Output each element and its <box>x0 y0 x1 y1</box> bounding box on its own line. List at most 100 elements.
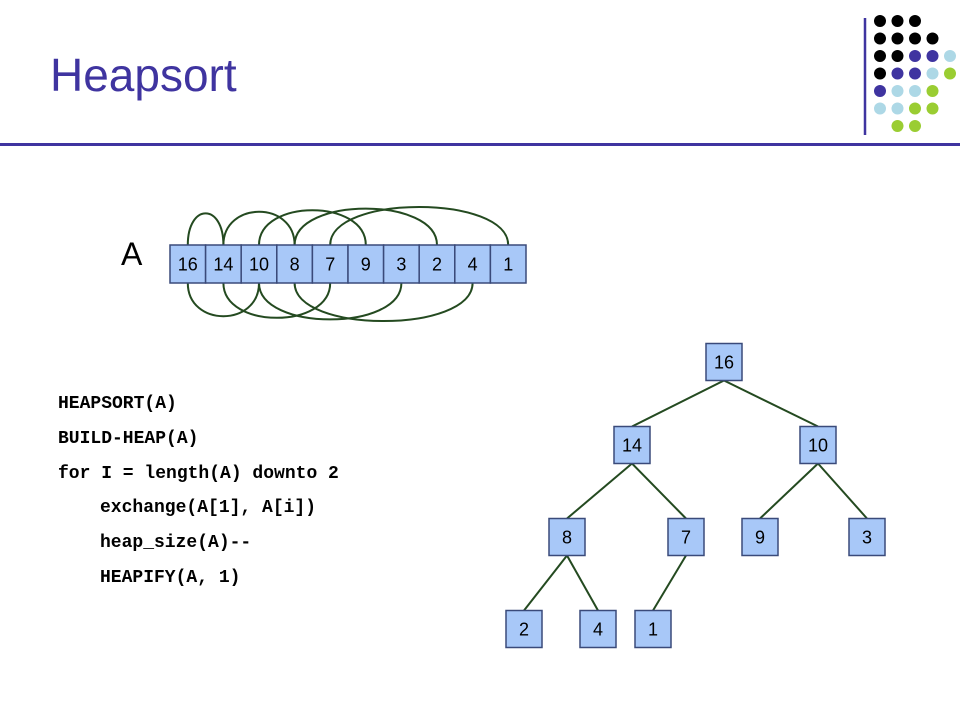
array-cell <box>169 244 207 284</box>
decorative-dot-grid <box>863 15 956 135</box>
array-cell <box>418 244 456 284</box>
decorative-dot <box>891 102 904 115</box>
title-rule <box>0 143 960 146</box>
array-cell <box>240 244 278 284</box>
tree-node <box>579 609 617 649</box>
decorative-dot <box>909 120 921 132</box>
tree-edge <box>652 554 687 612</box>
slide-title: Heapsort <box>50 49 237 101</box>
array-arc-left-child <box>186 212 225 246</box>
tree-node-value: 8 <box>562 528 572 548</box>
tree-node-value: 14 <box>622 436 642 456</box>
array-cell-value: 3 <box>396 255 406 275</box>
tree-node-value: 2 <box>519 620 529 640</box>
tree-node <box>634 609 672 649</box>
array-cell-value: 2 <box>432 255 442 275</box>
decorative-dot <box>944 67 956 80</box>
decorative-dot <box>891 85 904 97</box>
decorative-dot <box>891 120 904 132</box>
tree-edge <box>631 462 687 520</box>
array-arc-left-child <box>329 206 510 246</box>
array-cell-value: 7 <box>325 255 335 275</box>
tree-node-value: 3 <box>862 528 872 548</box>
array-cell-value: 4 <box>468 255 478 275</box>
array-arc-left-child <box>222 210 296 246</box>
tree-edge <box>566 462 633 520</box>
decorative-dot <box>909 50 921 62</box>
decorative-dot <box>874 15 886 27</box>
array-cell-value: 8 <box>290 255 300 275</box>
tree-node-value: 4 <box>593 620 603 640</box>
array-arc-right-child <box>222 282 332 319</box>
code-line: HEAPIFY(A, 1) <box>100 567 241 588</box>
tree-nodes: 16 14 10 8 7 9 3 2 4 1 <box>505 342 886 649</box>
decorative-dot <box>874 85 886 97</box>
array-label: A <box>121 236 143 272</box>
tree-node-value: 10 <box>808 436 828 456</box>
array-cell-value: 1 <box>503 255 513 275</box>
decorative-dot <box>909 102 921 115</box>
decorative-dot <box>891 32 904 45</box>
array-arc-left-child <box>258 209 367 246</box>
array-cell-value: 14 <box>213 255 233 275</box>
tree-edge <box>817 462 868 520</box>
array-arc-right-child <box>258 282 403 321</box>
decorative-dot <box>891 15 904 27</box>
tree-node-value: 9 <box>755 528 765 548</box>
tree-edge <box>631 379 725 428</box>
array-cell <box>347 244 385 284</box>
tree-node-value: 16 <box>714 353 734 373</box>
code-line: heap_size(A)-- <box>100 533 252 554</box>
tree-node <box>799 425 837 465</box>
decorative-dot <box>909 67 921 80</box>
tree-node <box>848 517 886 557</box>
code-line: for I = length(A) downto 2 <box>58 463 339 484</box>
code-line: HEAPSORT(A) <box>58 394 177 414</box>
decorative-dot <box>874 32 886 45</box>
array-cell-value: 16 <box>178 255 198 275</box>
decorative-dot <box>926 67 939 80</box>
decorative-dot <box>874 67 886 80</box>
array-cell <box>382 244 420 284</box>
tree-node <box>667 517 705 557</box>
tree-node <box>548 517 586 557</box>
array-cells: 16 14 10 8 7 9 3 2 4 1 <box>169 244 527 284</box>
decorative-dot <box>891 67 904 80</box>
decorative-dot <box>909 32 921 45</box>
tree-edge <box>723 379 819 428</box>
tree-node-value: 1 <box>648 620 658 640</box>
tree-node <box>741 517 779 557</box>
array-cell-value: 10 <box>249 255 269 275</box>
tree-edge <box>759 462 819 520</box>
array-cell <box>276 244 314 284</box>
decorative-dot <box>909 15 921 27</box>
array-arc-right-child <box>293 282 474 322</box>
decorative-dot <box>926 85 939 97</box>
tree-edge <box>566 555 599 611</box>
decorative-dot <box>926 32 939 45</box>
heapsort-pseudocode: HEAPSORT(A) BUILD-HEAP(A) for I = length(A… <box>58 394 339 603</box>
tree-edge <box>523 554 568 612</box>
code-line: BUILD-HEAP(A) <box>58 428 199 449</box>
decorative-dot <box>944 50 956 62</box>
tree-node <box>613 425 651 465</box>
code-line: exchange(A[1], A[i]) <box>100 498 317 519</box>
tree-node-value: 7 <box>681 528 691 548</box>
decorative-dot <box>926 50 939 62</box>
array-arc-right-child <box>186 282 260 318</box>
array-parent-child-arcs <box>186 206 510 322</box>
decorative-dot <box>891 50 904 62</box>
array-cell <box>204 244 242 284</box>
array-arc-left-child <box>293 207 438 246</box>
decorative-dot <box>909 85 921 97</box>
decorative-dot <box>926 102 939 115</box>
tree-edges <box>523 379 868 612</box>
tree-node <box>505 609 543 649</box>
tree-node <box>705 342 743 382</box>
array-cell <box>489 244 527 284</box>
decorative-dot <box>874 102 886 115</box>
array-cell <box>311 244 349 284</box>
decorative-dot <box>874 50 886 62</box>
array-cell-value: 9 <box>361 255 371 275</box>
